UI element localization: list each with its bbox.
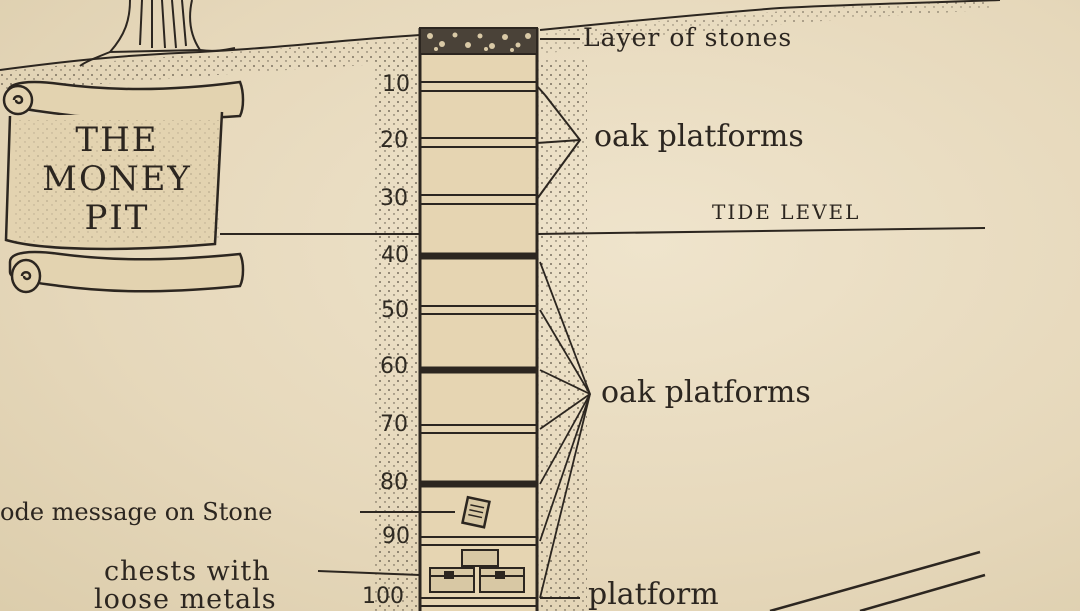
tide-level-line-right: [537, 228, 985, 234]
depth-mark-10: 10: [382, 74, 410, 96]
sign-title-line-3: PIT: [17, 201, 217, 235]
label-chests-line-2: loose metals: [94, 586, 277, 611]
sign-title-line-1: THE: [17, 123, 217, 157]
depth-mark-60: 60: [380, 356, 408, 378]
flood-tunnels: [770, 552, 985, 611]
depth-mark-50: 50: [381, 300, 409, 322]
code-message-stone: [463, 497, 490, 527]
label-tide-level: TIDE LEVEL: [712, 202, 860, 222]
label-platform: platform: [588, 580, 719, 610]
label-oak-platforms-upper: oak platforms: [594, 122, 804, 152]
sign-title-line-2: MONEY: [17, 162, 217, 196]
label-code-message: ode message on Stone: [0, 500, 272, 524]
label-chests-line-1: chests with: [104, 558, 271, 585]
depth-mark-30: 30: [380, 188, 408, 210]
label-oak-platforms-lower: oak platforms: [601, 378, 811, 408]
depth-mark-90: 90: [382, 526, 410, 548]
depth-mark-80: 80: [380, 472, 408, 494]
depth-mark-100: 100: [362, 586, 404, 608]
depth-mark-70: 70: [380, 414, 408, 436]
stone-layer: [420, 28, 537, 54]
depth-mark-40: 40: [381, 245, 409, 267]
label-layer-of-stones: Layer of stones: [583, 25, 792, 50]
depth-mark-20: 20: [380, 130, 408, 152]
